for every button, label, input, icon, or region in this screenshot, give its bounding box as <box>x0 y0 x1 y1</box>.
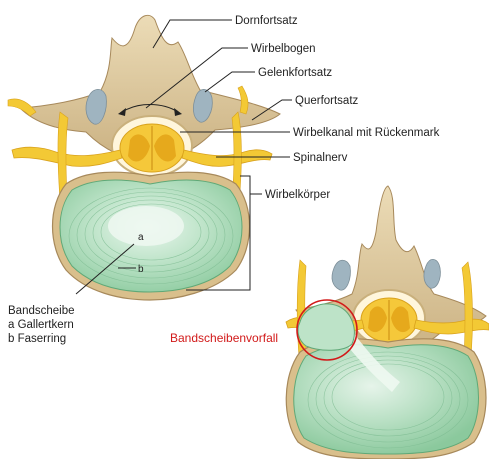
label-gallertkern: a Gallertkern <box>8 319 74 331</box>
label-spinalnerv: Spinalnerv <box>293 152 348 164</box>
marker-a: a <box>138 232 144 243</box>
articular-surface-left-2 <box>332 260 350 290</box>
label-querfortsatz: Querfortsatz <box>295 95 359 107</box>
vertebra-herniated <box>286 186 489 459</box>
intervertebral-disc-2 <box>294 345 479 454</box>
spinal-cord-2 <box>361 298 417 342</box>
nerve-branch-left <box>8 99 36 116</box>
label-faserring: b Faserring <box>8 333 66 345</box>
label-bandscheibe: Bandscheibe <box>8 305 75 317</box>
label-bandscheibenvorfall: Bandscheibenvorfall <box>170 331 278 345</box>
nucleus-pulposus <box>108 206 184 246</box>
articular-surface-right-2 <box>424 259 440 288</box>
label-dornfortsatz: Dornfortsatz <box>235 15 298 27</box>
spinal-nerve-right <box>182 150 272 167</box>
marker-b: b <box>138 264 144 275</box>
herniation-bulge <box>298 304 354 350</box>
spinal-nerve-left <box>12 147 122 166</box>
label-wirbelbogen: Wirbelbogen <box>251 43 316 55</box>
label-wirbelkanal: Wirbelkanal mit Rückenmark <box>293 127 440 139</box>
label-wirbelkoerper: Wirbelkörper <box>265 189 330 201</box>
vertebra-normal <box>8 15 280 300</box>
label-gelenkfortsatz: Gelenkfortsatz <box>258 67 332 79</box>
spinal-cord <box>120 124 184 172</box>
